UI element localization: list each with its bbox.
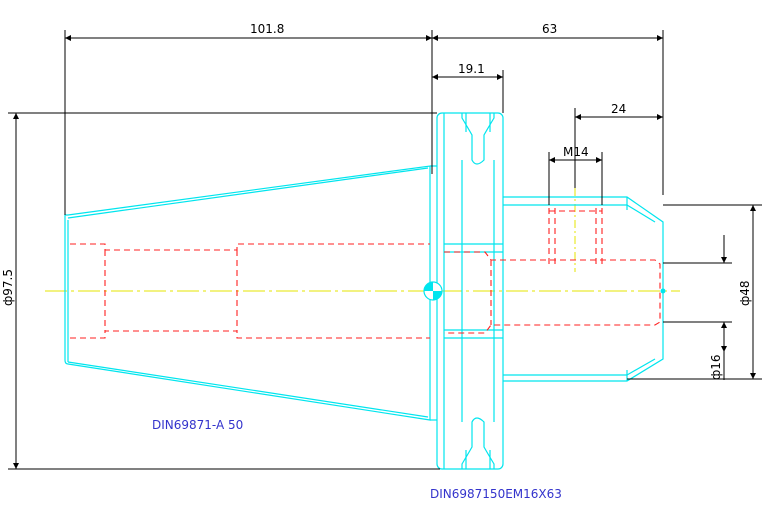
- nose-face-inner-b: [626, 358, 656, 376]
- dim-overall-length: 101.8: [250, 22, 284, 36]
- taper-inner-top: [67, 167, 429, 219]
- dimensions: [8, 30, 762, 470]
- taper-bore-top: [70, 243, 430, 251]
- dim-bore-diameter: ф48: [738, 280, 752, 306]
- dim-thread: M14: [563, 145, 589, 159]
- nose-bore-top: [444, 251, 661, 334]
- taper-standard-label: DIN69871-A 50: [152, 418, 243, 432]
- nose-face-inner: [626, 204, 656, 223]
- taper-outline: [64, 165, 431, 421]
- nose-body: [503, 196, 664, 382]
- dimension-labels: 101.8 63 19.1 24 M14 ф97.5 ф48 ф16: [1, 22, 752, 380]
- flange-outline: [430, 112, 504, 470]
- vgroove-bottom: [461, 417, 495, 469]
- vgroove-bottom-inner: [465, 450, 491, 469]
- vgroove-top: [461, 113, 495, 165]
- centerlines: [45, 188, 680, 292]
- part-number-label: DIN6987150EM16X63: [430, 487, 562, 501]
- dim-projection-length: 63: [542, 22, 557, 36]
- dim-shank-diameter: ф16: [709, 354, 723, 380]
- taper-inner-bottom: [67, 361, 429, 418]
- vgroove-top-inner: [465, 113, 491, 132]
- dim-flange-width: 19.1: [458, 62, 485, 76]
- gauge-point-icon: [423, 281, 666, 301]
- dim-screw-offset: 24: [611, 102, 626, 116]
- dim-flange-diameter: ф97.5: [1, 269, 15, 306]
- taper-cone: [64, 165, 431, 421]
- nose-outline: [503, 196, 664, 382]
- hidden-lines: [70, 208, 661, 339]
- taper-bore-bottom: [70, 330, 430, 339]
